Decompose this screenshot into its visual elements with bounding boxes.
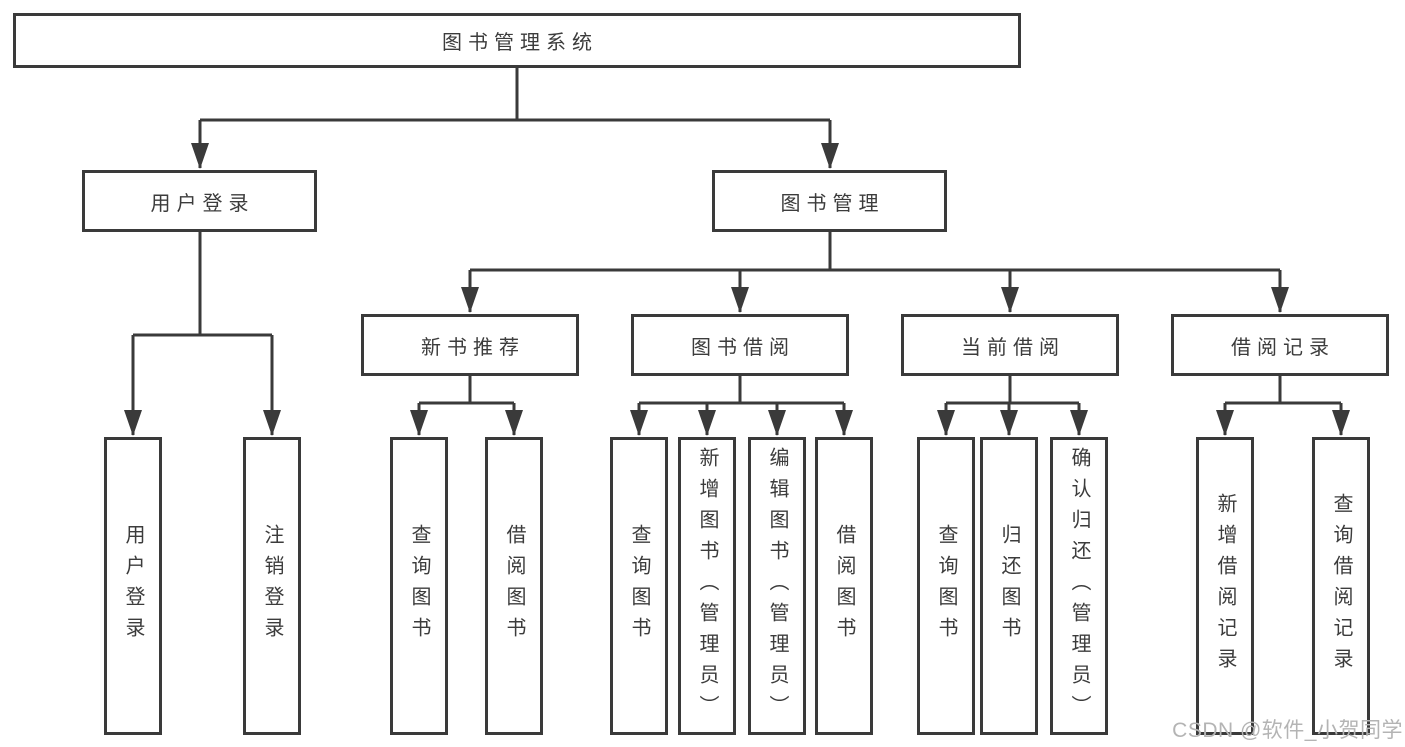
leaf-current-confirm-return-admin-label: 确认归还（管理员） <box>1068 446 1090 726</box>
leaf-current-query-books-label: 查询图书 <box>935 524 957 648</box>
leaf-record-query-borrow-record-label: 查询借阅记录 <box>1330 493 1352 679</box>
connector-current-borrow-children <box>937 376 1088 436</box>
node-book-management: 图书管理 <box>712 170 947 232</box>
leaf-user-login: 用户登录 <box>104 437 162 735</box>
connector-user-login-children <box>124 232 281 436</box>
leaf-record-add-borrow-record-label: 新增借阅记录 <box>1214 493 1236 679</box>
connector-new-book-rec-children <box>410 376 523 436</box>
leaf-borrow-query-books-label: 查询图书 <box>628 524 650 648</box>
leaf-current-query-books: 查询图书 <box>917 437 975 735</box>
leaf-borrow-edit-books-admin-label: 编辑图书（管理员） <box>766 446 788 726</box>
leaf-current-return-books: 归还图书 <box>980 437 1038 735</box>
node-new-book-recommendation: 新书推荐 <box>361 314 579 376</box>
leaf-newbook-query-books: 查询图书 <box>390 437 448 735</box>
leaf-borrow-borrow-books-label: 借阅图书 <box>833 524 855 648</box>
connector-borrow-record-children <box>1216 376 1350 436</box>
leaf-record-query-borrow-record: 查询借阅记录 <box>1312 437 1370 735</box>
node-root-library-system: 图书管理系统 <box>13 13 1021 68</box>
leaf-borrow-add-books-admin-label: 新增图书（管理员） <box>696 446 718 726</box>
leaf-record-add-borrow-record: 新增借阅记录 <box>1196 437 1254 735</box>
leaf-borrow-add-books-admin: 新增图书（管理员） <box>678 437 736 735</box>
csdn-watermark: CSDN @软件_小贺同学 <box>1172 719 1403 742</box>
leaf-user-login-label: 用户登录 <box>122 524 144 648</box>
node-borrow-record: 借阅记录 <box>1171 314 1389 376</box>
leaf-logout-label: 注销登录 <box>261 524 283 648</box>
connector-book-borrow-children <box>630 376 853 436</box>
leaf-current-confirm-return-admin: 确认归还（管理员） <box>1050 437 1108 735</box>
leaf-newbook-query-books-label: 查询图书 <box>408 524 430 648</box>
leaf-newbook-borrow-books-label: 借阅图书 <box>503 524 525 648</box>
leaf-logout: 注销登录 <box>243 437 301 735</box>
node-current-borrow: 当前借阅 <box>901 314 1119 376</box>
connector-book-mgmt-children <box>461 232 1289 313</box>
node-book-borrow: 图书借阅 <box>631 314 849 376</box>
leaf-borrow-borrow-books: 借阅图书 <box>815 437 873 735</box>
node-user-login: 用户登录 <box>82 170 317 232</box>
connector-root-to-level2 <box>191 68 839 169</box>
leaf-borrow-query-books: 查询图书 <box>610 437 668 735</box>
leaf-borrow-edit-books-admin: 编辑图书（管理员） <box>748 437 806 735</box>
leaf-current-return-books-label: 归还图书 <box>998 524 1020 648</box>
leaf-newbook-borrow-books: 借阅图书 <box>485 437 543 735</box>
